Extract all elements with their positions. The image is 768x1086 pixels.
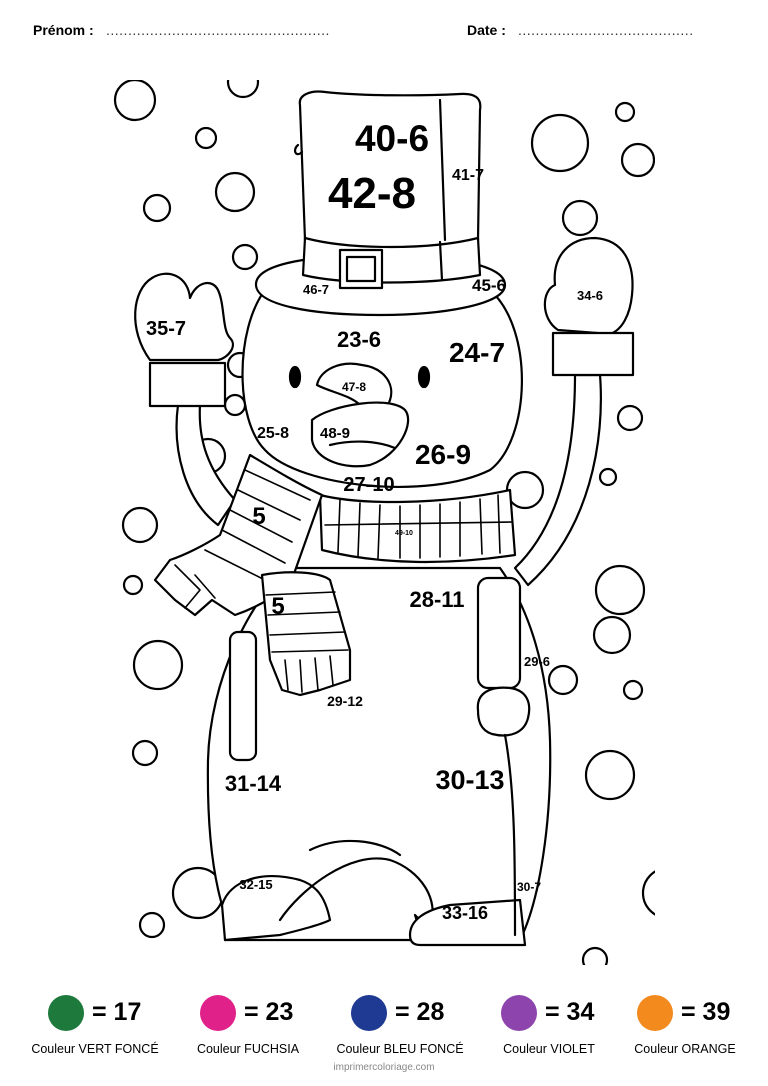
chin-label: 27-10 [343,474,394,496]
head-lower-label: 26-9 [415,439,471,470]
legend-item-bleu-fonce: = 28 Couleur BLEU FONCÉ [325,992,475,1062]
ball-label: 29-12 [327,693,363,709]
date-label: Date : [467,22,506,38]
prenom-field[interactable]: ........................................… [106,22,330,38]
date-field[interactable]: ........................................ [518,22,694,38]
legend-color-name: Couleur VERT FONCÉ [31,1042,159,1056]
brim-left-label: 46-7 [303,282,329,297]
body-center-label: 30-13 [435,765,504,795]
hat-side-label: 41-7 [452,167,484,184]
legend-item-vert-fonce: = 17 Couleur VERT FONCÉ [20,992,170,1062]
hat-big-label-1: 40-6 [355,118,429,159]
legend-item-orange: = 39 Couleur ORANGE [610,992,760,1062]
bleu-fonce-swatch-icon [351,995,387,1031]
legend-item-violet: = 34 Couleur VIOLET [474,992,624,1062]
legend-color-name: Couleur VIOLET [503,1042,595,1056]
site-watermark: imprimercoloriage.com [333,1062,435,1073]
prenom-label: Prénom : [33,22,94,38]
violet-swatch-icon [501,995,537,1031]
body-right-label: 29-6 [524,654,550,669]
nose-label: 47-8 [342,380,366,394]
hat-big-label-2: 42-8 [328,169,416,218]
legend-value: = 34 [545,998,595,1026]
legend-color-name: Couleur FUCHSIA [196,1042,300,1056]
color-legend: = 17 Couleur VERT FONCÉ = 23 Couleur FUC… [0,992,768,1062]
legend-value: = 23 [244,998,294,1026]
body-left-label: 31-14 [225,771,282,796]
head-right-label: 24-7 [449,337,505,368]
mouth-label: 48-9 [320,425,350,442]
mitten-left-label: 35-7 [146,318,186,340]
legend-color-name: Couleur BLEU FONCÉ [336,1042,464,1056]
foot-right-label: 33-16 [442,903,488,923]
vert-fonce-swatch-icon [48,995,84,1031]
brim-right-label: 45-6 [472,276,506,295]
legend-value: = 17 [92,998,142,1026]
legend-value: = 28 [395,998,445,1026]
legend-value: = 39 [681,998,731,1026]
orange-swatch-icon [637,995,673,1031]
foot-left-label: 32-15 [239,877,272,892]
scarf-tail-label-1: 5 [252,503,265,530]
fuchsia-swatch-icon [200,995,236,1031]
foot-right-side-label: 30-7 [517,880,541,894]
legend-item-fuchsia: = 23 Couleur FUCHSIA [173,992,323,1062]
worksheet-header: Prénom : ...............................… [0,20,768,44]
mitten-right-label: 34-6 [577,288,603,303]
body-top-label: 28-11 [409,587,464,612]
scarf-tail-label-2: 5 [271,593,284,620]
snowman-coloring-drawing: 40-6 42-8 41-7 46-7 45-6 35-7 34-6 23-6 … [113,80,655,965]
head-top-label: 23-6 [337,327,381,352]
legend-color-name: Couleur ORANGE [634,1042,736,1056]
head-left-label: 25-8 [257,425,289,442]
scarf-band-label: 49-10 [395,530,413,537]
